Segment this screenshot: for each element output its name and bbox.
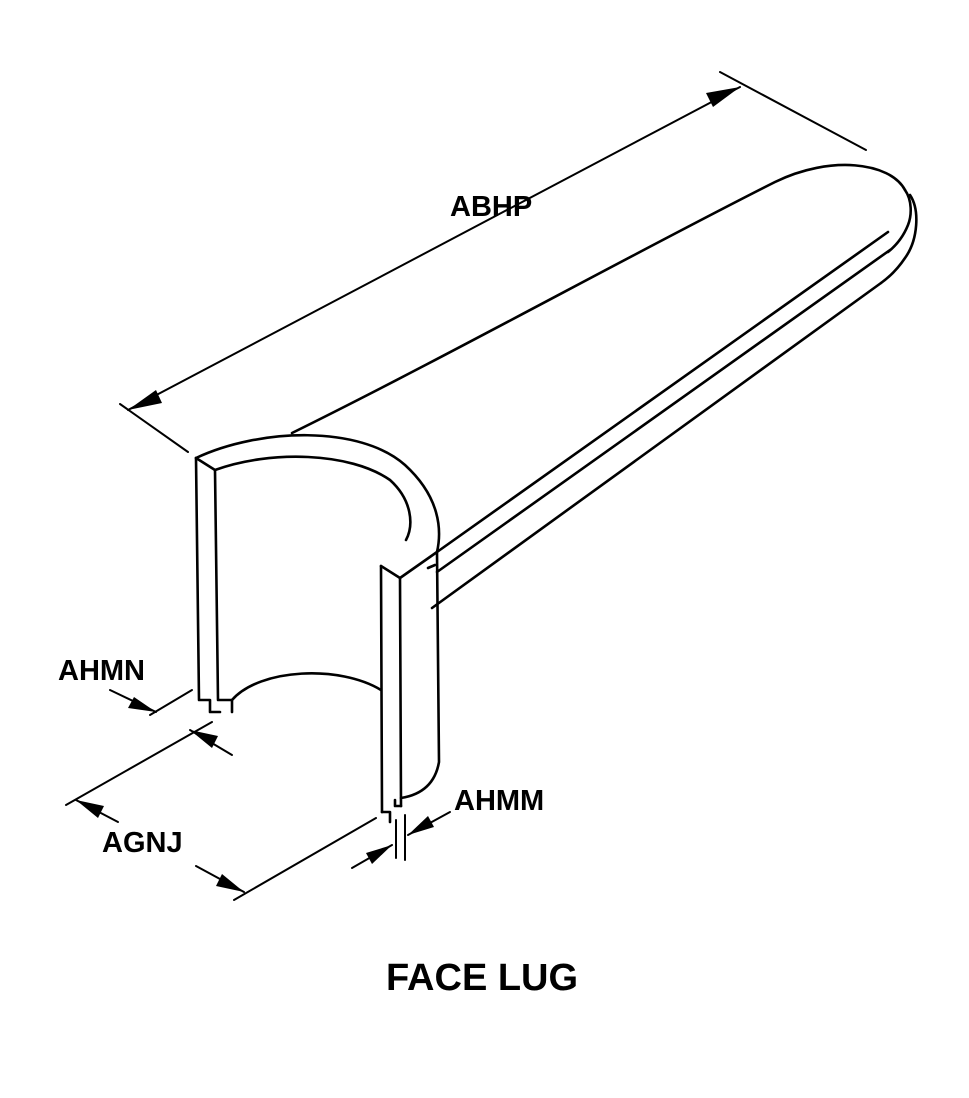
label-ahmn: AHMN — [58, 655, 145, 687]
label-agnj: AGNJ — [102, 827, 183, 859]
agnj-arrow-lower — [216, 874, 244, 892]
top-rim-inner — [213, 455, 412, 542]
abhp-extension-left — [119, 403, 189, 453]
abhp-extension-right — [719, 71, 867, 151]
abhp-dimension-line — [127, 86, 741, 411]
ahmn-arrow-lower — [190, 730, 218, 748]
arm-lower-edge — [435, 230, 890, 554]
arm-tip-outer — [879, 193, 918, 285]
bottom-inner-arc — [230, 672, 383, 702]
agnj-arrow-upper — [76, 800, 104, 818]
left-wall-outer-edge — [194, 456, 222, 714]
arm-top-edge — [290, 163, 907, 435]
label-abhp: ABHP — [450, 191, 532, 223]
left-wall-inner-edge — [213, 468, 234, 714]
arm-lower-edge-2 — [435, 248, 892, 574]
ahmn-arrow-upper — [128, 697, 156, 712]
right-wall-outer-edge — [399, 550, 441, 800]
ahmm-arrow-left — [366, 845, 392, 864]
arm-bottom-edge — [430, 281, 883, 610]
abhp-arrow-right — [706, 87, 740, 107]
arm-tip — [886, 188, 912, 254]
abhp-arrow-left — [128, 390, 162, 410]
left-wall-top-face — [194, 456, 217, 472]
ahmm-arrow-right — [408, 816, 434, 835]
agnj-extension-right — [233, 817, 377, 901]
agnj-extension-left — [65, 721, 213, 806]
ahmn-extension — [149, 689, 193, 716]
top-rim-outer — [194, 433, 441, 554]
caption-face-lug: FACE LUG — [386, 957, 578, 999]
right-wall-top-face — [379, 550, 439, 580]
bottom-notch — [380, 798, 403, 824]
label-ahmm: AHMM — [454, 785, 544, 817]
labels: ABHP AHMN AGNJ AHMM FACE LUG — [58, 191, 578, 999]
right-wall-edges — [379, 563, 437, 814]
dimension-lines — [65, 71, 867, 901]
lug-body — [194, 163, 918, 824]
